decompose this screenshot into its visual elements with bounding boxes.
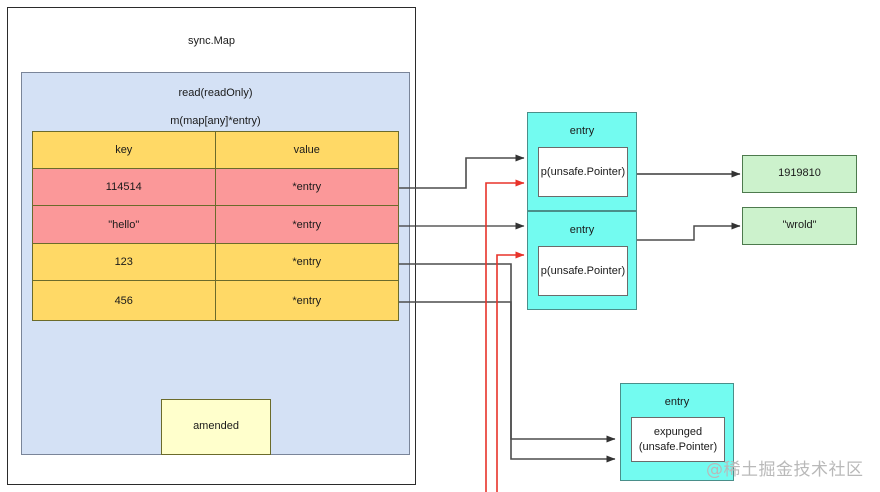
read-map-type-label: m(map[any]*entry) [170, 115, 261, 127]
table-header-value: value [293, 143, 320, 156]
entry-title: entry [569, 224, 595, 236]
table-cell-value: *entry [292, 256, 322, 269]
table-header-key: key [33, 132, 216, 168]
table-row: "hello" *entry [33, 206, 398, 244]
value-label: "wrold" [782, 219, 817, 232]
unsafe-pointer-box: p(unsafe.Pointer) [538, 147, 628, 197]
table-cell-value: *entry [292, 180, 322, 193]
entry-title: entry [569, 125, 595, 137]
amended-label: amended [193, 420, 239, 433]
table-row: 123 *entry [33, 243, 398, 282]
table-cell-key: 114514 [33, 168, 216, 206]
expunged-label-line2: (unsafe.Pointer) [638, 440, 718, 453]
table-cell-value: *entry [292, 218, 322, 231]
entry-title: entry [664, 396, 690, 408]
expunged-label-line1: expunged [653, 426, 703, 439]
table-cell-key: 123 [33, 243, 216, 281]
value-box-1919810: 1919810 [742, 155, 857, 193]
unsafe-pointer-box: p(unsafe.Pointer) [538, 246, 628, 296]
map-entries-table: key value 114514 *entry "hello" *entry 1… [32, 131, 399, 321]
value-box-wrold: "wrold" [742, 207, 857, 245]
table-row: 456 *entry [33, 281, 398, 321]
table-cell-key: "hello" [33, 206, 216, 243]
entry-box-1: entry p(unsafe.Pointer) [527, 112, 637, 211]
table-cell-key: 456 [33, 281, 216, 321]
table-cell-value: *entry [292, 294, 322, 307]
entry-box-2: entry p(unsafe.Pointer) [527, 211, 637, 310]
sync-map-title: sync.Map [187, 35, 236, 47]
table-row: 114514 *entry [33, 168, 398, 207]
table-header-row: key value [33, 132, 398, 169]
value-label: 1919810 [778, 167, 821, 180]
read-readonly-label: read(readOnly) [178, 87, 253, 99]
entry-box-3-expunged: entry expunged (unsafe.Pointer) [620, 383, 734, 481]
amended-box: amended [161, 399, 271, 455]
expunged-pointer-box: expunged (unsafe.Pointer) [631, 417, 725, 462]
